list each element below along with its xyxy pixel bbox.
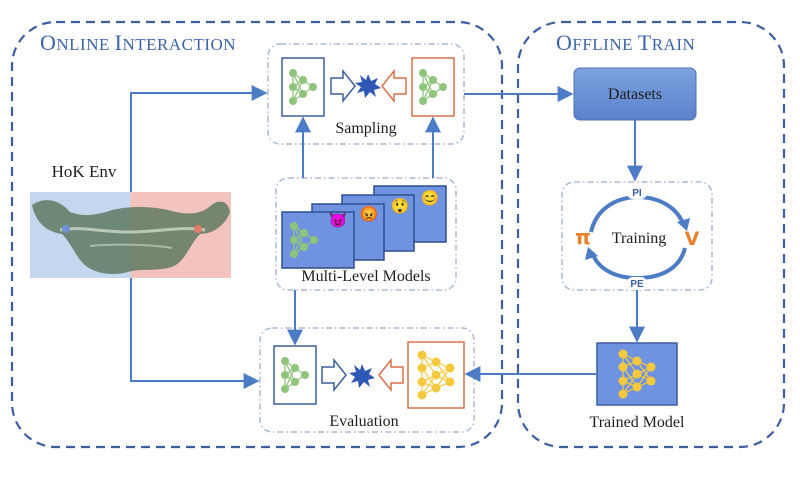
evaluation-green-model	[273, 345, 317, 405]
evaluation-label: Evaluation	[329, 413, 398, 430]
devil-emoji-icon: 😈	[329, 211, 348, 229]
v-symbol: V	[685, 228, 700, 250]
pi-symbol: π	[575, 225, 591, 249]
datasets-label: Datasets	[608, 86, 662, 103]
astonished-emoji-icon: 😲	[391, 197, 410, 215]
sampling-green-model	[281, 57, 325, 117]
training-box	[561, 181, 713, 291]
sampling-burst-icon	[355, 74, 381, 98]
env-label: HoK Env	[52, 162, 117, 181]
evaluation-right-arrow-icon	[378, 357, 404, 393]
training-loop-top-arrowhead	[677, 218, 690, 231]
angry-emoji-icon: 😡	[360, 205, 379, 223]
model-card-stack	[281, 185, 447, 269]
sampling-box	[267, 43, 465, 145]
pe-label: PE	[630, 279, 644, 290]
env-to-evaluation-arrow	[130, 278, 260, 389]
multi-level-models-label: Multi-Level Models	[301, 268, 430, 285]
env-to-sampling-arrow	[130, 85, 268, 192]
hok-env-map	[30, 192, 231, 278]
sampling-opponent-model	[411, 57, 455, 117]
pi-label: PI	[632, 188, 642, 199]
online-interaction-title: ONLINE INTERACTION	[40, 30, 236, 55]
evaluation-left-arrow-icon	[321, 357, 347, 393]
pe-pill	[627, 277, 647, 290]
evaluation-trained-model	[407, 341, 465, 409]
training-loop-bottom-arrowhead	[585, 247, 598, 260]
online-interaction-frame	[10, 20, 504, 449]
offline-train-title: OFFLINE TRAIN	[556, 30, 695, 55]
training-loop-top-arc	[589, 194, 686, 233]
training-loop-bottom-arc	[590, 247, 687, 281]
sampling-label: Sampling	[335, 120, 396, 137]
trained-model-label: Trained Model	[590, 414, 686, 431]
evaluation-burst-icon	[349, 364, 375, 388]
smile-emoji-icon: 😊	[421, 189, 440, 207]
offline-train-frame	[516, 20, 786, 449]
sampling-left-arrow-icon	[330, 68, 356, 104]
sampling-right-arrow-icon	[381, 68, 407, 104]
pi-pill	[627, 186, 647, 199]
multi-level-models-box	[275, 177, 457, 291]
training-label: Training	[612, 230, 667, 247]
